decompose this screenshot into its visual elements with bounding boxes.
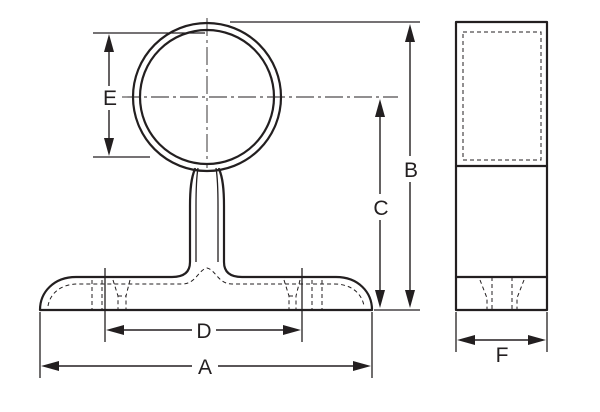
dimension-f-label: F	[496, 344, 509, 367]
dimension-c: C	[368, 99, 392, 308]
dimension-a-label: A	[198, 356, 212, 379]
dimension-d: D	[104, 268, 303, 343]
dimension-e: E	[93, 32, 205, 158]
screw-hole-left	[91, 279, 131, 310]
base-hidden-contour	[47, 267, 365, 307]
dimension-e-label: E	[103, 87, 117, 110]
side-view-hidden-bore	[462, 31, 542, 161]
dimension-b-label: B	[404, 159, 418, 182]
side-view	[454, 20, 549, 312]
front-view	[38, 18, 398, 312]
side-view-screw-hole	[479, 277, 525, 310]
dimension-b: B	[230, 21, 422, 311]
dimension-f: F	[455, 312, 548, 367]
stem-inner-right	[215, 167, 219, 262]
dimension-a: A	[39, 312, 373, 379]
stem-inner-left	[195, 167, 199, 262]
dimension-d-label: D	[196, 320, 211, 343]
screw-hole-right	[283, 279, 323, 310]
bracket-body-outline	[38, 167, 374, 312]
dimension-c-label: C	[373, 197, 388, 220]
